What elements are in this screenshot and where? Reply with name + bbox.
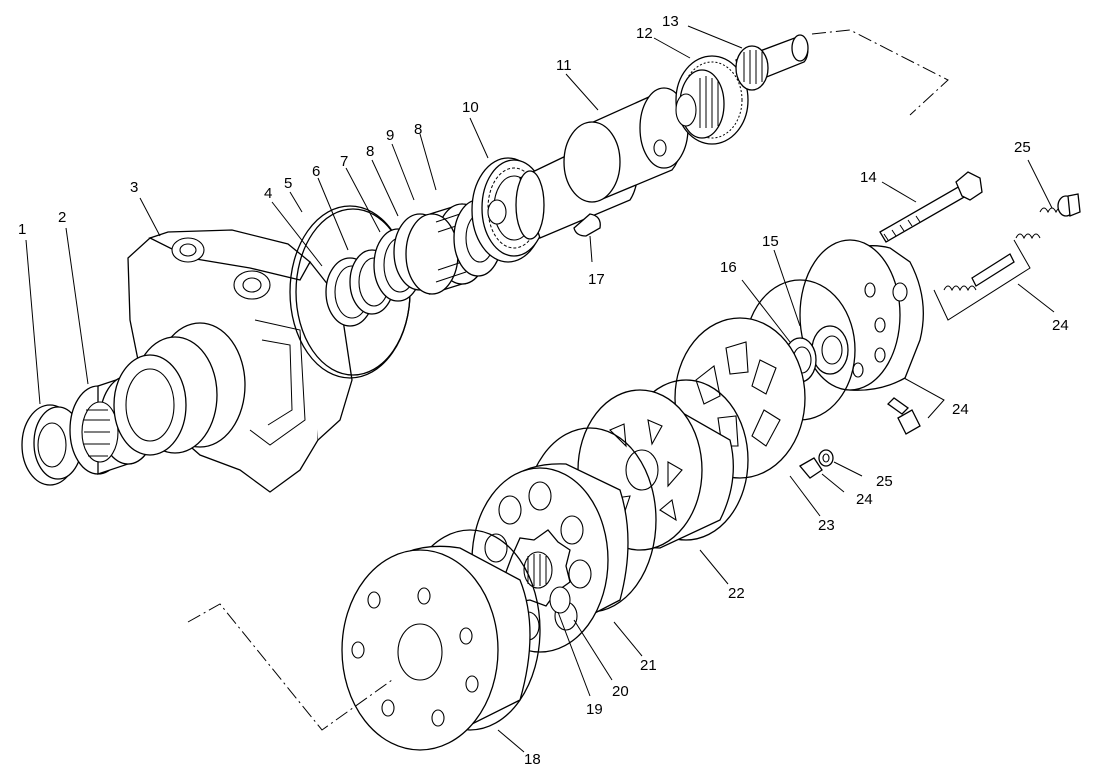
callout-17: 17 bbox=[588, 271, 605, 288]
part-24-fitting bbox=[799, 457, 823, 479]
part-13-pinion-shaft bbox=[735, 34, 809, 91]
callout-22: 22 bbox=[728, 585, 745, 602]
callout-3: 3 bbox=[130, 179, 138, 196]
callout-7: 7 bbox=[340, 153, 348, 170]
part-3-housing bbox=[113, 229, 353, 493]
callout-11: 11 bbox=[556, 57, 572, 74]
part-25-spring-top bbox=[1039, 193, 1081, 217]
callout-20: 20 bbox=[612, 683, 629, 700]
part-25-washer bbox=[818, 449, 834, 467]
alignment-line-top bbox=[811, 29, 949, 116]
callout-23: 23 bbox=[818, 517, 835, 534]
callout-12: 12 bbox=[636, 25, 653, 42]
callout-24c: 24 bbox=[856, 491, 873, 508]
callout-21: 21 bbox=[640, 657, 657, 674]
callout-24b: 24 bbox=[952, 401, 969, 418]
callout-5: 5 bbox=[284, 175, 292, 192]
leader-lines bbox=[25, 25, 1055, 753]
callout-6: 6 bbox=[312, 163, 320, 180]
part-14-bolt bbox=[879, 171, 983, 243]
callout-18: 18 bbox=[524, 751, 541, 768]
callout-1: 1 bbox=[18, 221, 26, 238]
callout-8b: 8 bbox=[414, 121, 422, 138]
callout-10: 10 bbox=[462, 99, 479, 116]
callout-25a: 25 bbox=[1014, 139, 1031, 156]
part-11-drive-shaft bbox=[515, 87, 689, 240]
part-17-key bbox=[573, 213, 601, 237]
part-end-cap bbox=[799, 239, 924, 391]
callout-14: 14 bbox=[860, 169, 877, 186]
part-19-roller bbox=[549, 586, 571, 614]
callout-25b: 25 bbox=[876, 473, 893, 490]
part-24-relief-valve bbox=[933, 233, 1041, 321]
callout-8a: 8 bbox=[366, 143, 374, 160]
callout-16: 16 bbox=[720, 259, 737, 276]
callout-2: 2 bbox=[58, 209, 66, 226]
part-18-end-plate bbox=[341, 529, 541, 751]
callout-9: 9 bbox=[386, 127, 394, 144]
callout-13: 13 bbox=[662, 13, 679, 30]
part-12-splined-gear bbox=[675, 55, 749, 145]
callout-24a: 24 bbox=[1052, 317, 1069, 334]
callout-labels: 1 2 3 4 5 6 7 8 9 8 10 11 12 13 14 25 15… bbox=[18, 13, 1069, 768]
callout-19: 19 bbox=[586, 701, 603, 718]
part-24-plug bbox=[886, 397, 921, 435]
callout-4: 4 bbox=[264, 185, 272, 202]
callout-15: 15 bbox=[762, 233, 779, 250]
alignment-line-bottom bbox=[187, 603, 393, 731]
